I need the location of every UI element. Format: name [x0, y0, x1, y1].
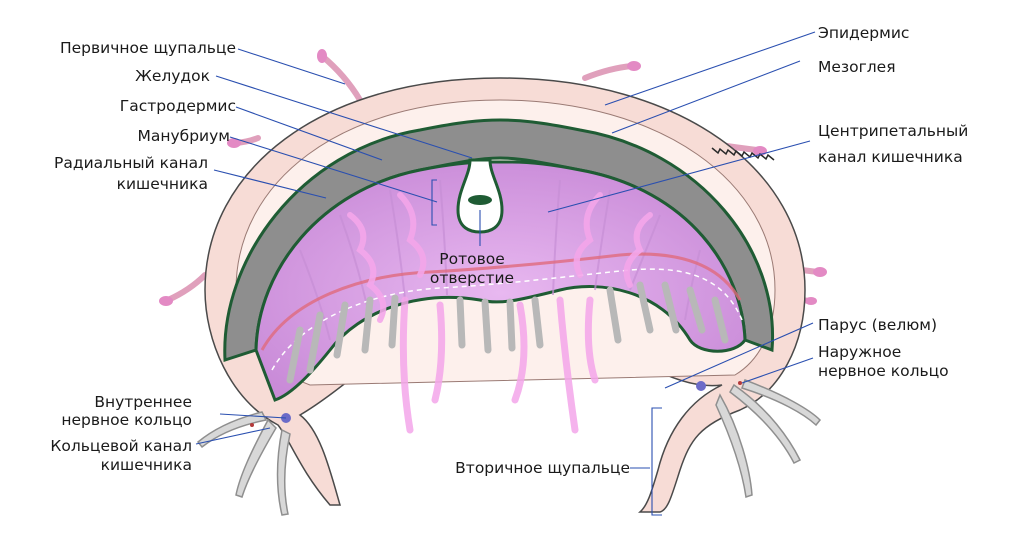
labels-center: Ротовое отверстие — [430, 250, 514, 287]
leader-lines — [195, 31, 816, 516]
primary-tentacle-left-low — [165, 272, 208, 303]
label-radial-canal-line1: Радиальный канал — [54, 154, 208, 172]
label-inner-nerve-ring-line2: нервное кольцо — [61, 411, 192, 429]
label-centripetal-canal-line2: канал кишечника — [818, 148, 963, 166]
ring-canal-dot-right — [738, 381, 742, 385]
inner-dashed-line — [271, 268, 743, 371]
mouth-opening — [468, 195, 492, 205]
label-ring-canal-line1: Кольцевой канал — [50, 437, 192, 455]
label-stomach: Желудок — [135, 67, 210, 85]
label-gastrodermis: Гастродермис — [120, 97, 236, 115]
ring-canal-dot-left — [250, 423, 254, 427]
label-mouth-line1: Ротовое — [439, 250, 505, 268]
secondary-tentacles — [196, 379, 822, 516]
label-ring-canal-line2: кишечника — [101, 456, 192, 474]
outer-nerve-ring-dot — [696, 381, 706, 391]
ring-canal-line — [260, 252, 742, 351]
bell-margin-serration — [711, 147, 775, 161]
label-outer-nerve-ring-line2: нервное кольцо — [818, 362, 949, 380]
label-manubrium: Манубриум — [137, 127, 230, 145]
labels-right: Эпидермис Мезоглея Центрипетальный канал… — [455, 24, 968, 477]
label-primary-tentacle: Первичное щупальце — [60, 39, 236, 57]
label-velum: Парус (велюм) — [818, 316, 937, 334]
labels-left: Первичное щупальце Желудок Гастродермис … — [50, 39, 236, 474]
label-epidermis: Эпидермис — [818, 24, 909, 42]
label-radial-canal-line2: кишечника — [117, 175, 208, 193]
label-mouth-line2: отверстие — [430, 269, 514, 287]
label-secondary-tentacle: Вторичное щупальце — [455, 459, 630, 477]
marginal-fringe — [286, 281, 729, 384]
primary-tentacle-right-top — [582, 63, 635, 81]
oral-arms — [399, 296, 599, 434]
gonads — [347, 192, 653, 323]
label-mesoglea: Мезоглея — [818, 58, 896, 76]
label-outer-nerve-ring-line1: Наружное — [818, 343, 901, 361]
label-inner-nerve-ring-line1: Внутреннее — [94, 393, 192, 411]
label-centripetal-canal-line1: Центрипетальный — [818, 122, 968, 140]
